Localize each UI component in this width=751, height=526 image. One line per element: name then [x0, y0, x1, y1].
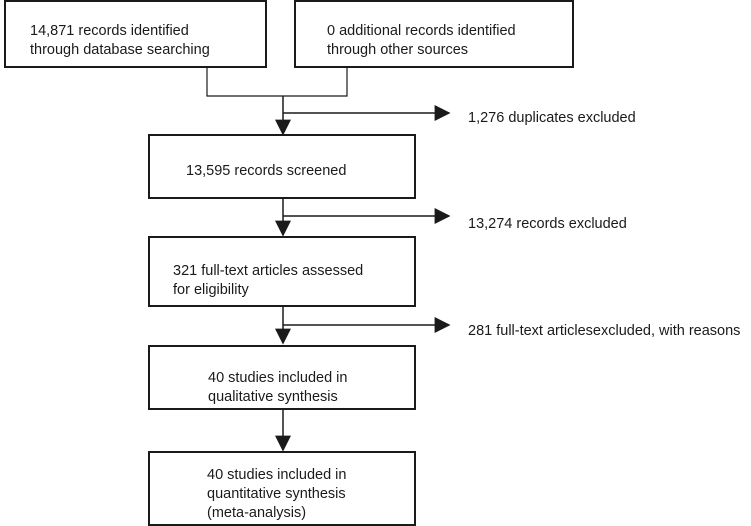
full-text-excluded-label: 281 full-text articlesexcluded, with rea… [468, 323, 741, 339]
full-text-text: 321 full-text articles assessed for elig… [173, 263, 364, 298]
duplicates-excluded-label: 1,276 duplicates excluded [468, 110, 636, 126]
database-search-text: 14,871 records identified through databa… [30, 23, 210, 58]
other-sources-box: 0 additional records identified through … [294, 0, 574, 68]
merge-connector [206, 68, 348, 97]
qualitative-text: 40 studies included in qualitative synth… [208, 370, 348, 405]
records-excluded-label: 13,274 records excluded [468, 216, 627, 232]
quantitative-box: 40 studies included in quantitative synt… [148, 451, 416, 526]
quantitative-text: 40 studies included in quantitative synt… [207, 467, 347, 521]
database-search-box: 14,871 records identified through databa… [4, 0, 267, 68]
full-text-box: 321 full-text articles assessed for elig… [148, 236, 416, 307]
other-sources-text: 0 additional records identified through … [327, 23, 516, 58]
screened-box: 13,595 records screened [148, 134, 416, 199]
screened-text: 13,595 records screened [186, 163, 347, 179]
qualitative-box: 40 studies included in qualitative synth… [148, 345, 416, 410]
